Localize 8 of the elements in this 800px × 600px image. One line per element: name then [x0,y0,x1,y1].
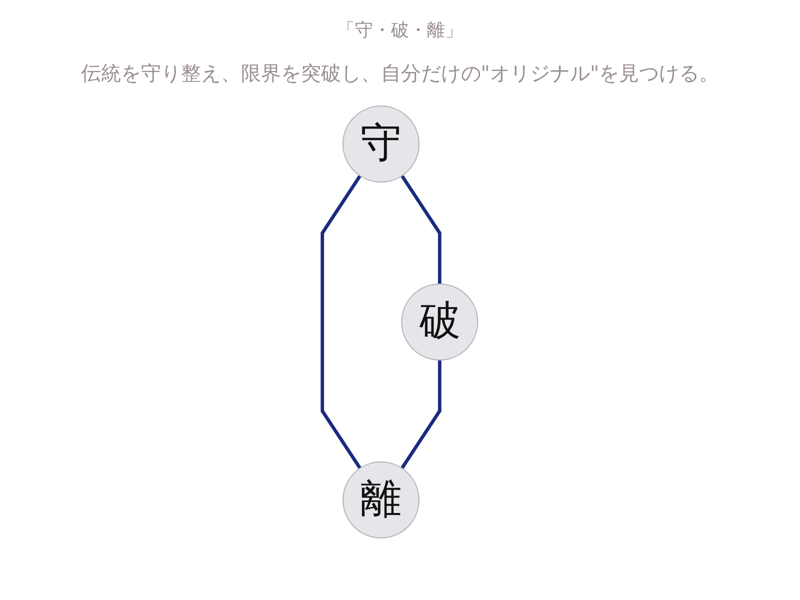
title: 「守・破・離」 [337,19,463,42]
node-circle: 離 [342,461,420,538]
node-circle: 破 [401,283,478,361]
connector [400,174,442,284]
node-circle: 守 [342,106,420,183]
connector [320,174,362,470]
connector [400,360,442,470]
subtitle-text: 伝統を守り整え、限界を突破し、自分だけの"オリジナル"を見つける。 [80,60,720,87]
